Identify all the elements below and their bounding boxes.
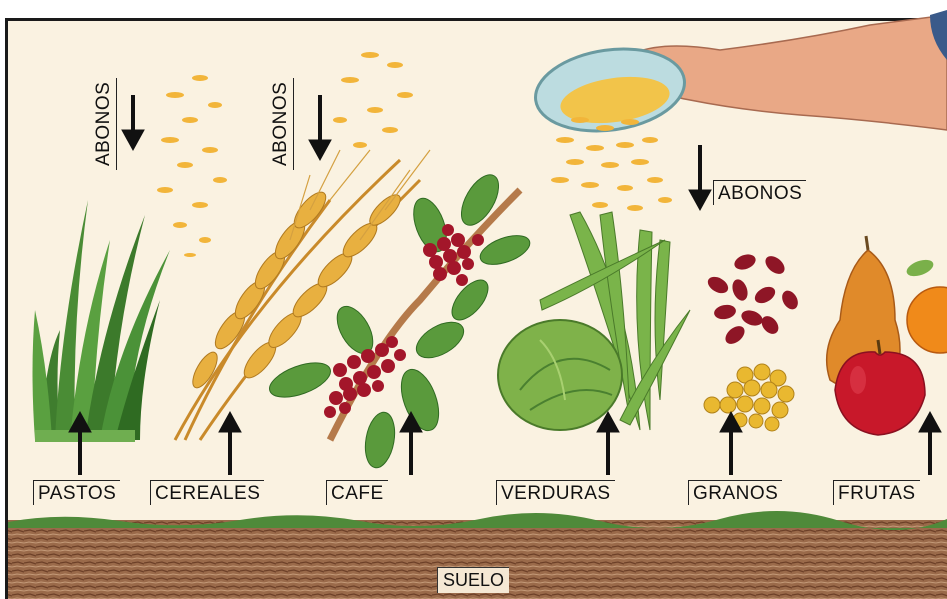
abonos-label-1: ABONOS [92, 78, 117, 170]
grass-icon [33, 200, 171, 442]
fertilizer-specks-2 [333, 52, 413, 148]
up-arrow-verduras-icon [597, 412, 619, 475]
yellow-grains-icon [704, 364, 794, 431]
orange-icon [904, 257, 947, 353]
red-beans-icon [705, 252, 801, 348]
cereales-label: CEREALES [150, 480, 264, 505]
cafe-label: CAFE [326, 480, 388, 505]
frutas-label: FRUTAS [833, 480, 920, 505]
up-arrow-frutas-icon [919, 412, 941, 475]
down-arrow-abonos-1-icon [122, 95, 144, 150]
fertilizer-specks-1 [157, 75, 227, 257]
arrows [69, 95, 941, 475]
up-arrow-cereales-icon [219, 412, 241, 475]
pastos-label: PASTOS [33, 480, 120, 505]
abonos-label-2: ABONOS [269, 78, 294, 170]
down-arrow-abonos-2-icon [309, 95, 331, 160]
wheat-icon [175, 150, 430, 440]
cabbage-icon [498, 320, 622, 430]
verduras-label: VERDURAS [496, 480, 615, 505]
granos-label: GRANOS [688, 480, 782, 505]
down-arrow-abonos-3-icon [689, 145, 711, 210]
abonos-label-3: ABONOS [713, 180, 806, 205]
suelo-label: SUELO [437, 567, 509, 593]
